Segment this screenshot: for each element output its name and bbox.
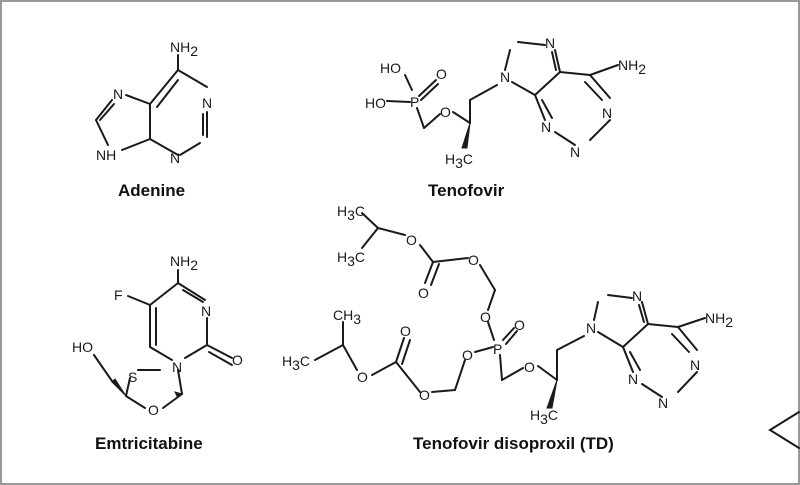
adenine-caption: Adenine (118, 181, 185, 200)
tenofovir-nh2-label: NH2 (618, 57, 646, 77)
tenofovir-p-label: P (410, 94, 419, 110)
tenofovir-n7-label: N (545, 35, 555, 51)
tenofovir-n9-label: N (500, 69, 510, 85)
td-caption: Tenofovir disoproxil (TD) (413, 434, 614, 453)
td-n-ring-label: N (628, 371, 638, 387)
td-ch3-label: CH3 (333, 307, 361, 327)
emtricitabine-nh2-label: NH2 (170, 253, 198, 273)
tenofovir-n-ring-label: N (541, 119, 551, 135)
emtricitabine-ho-label: HO (72, 339, 93, 355)
emtricitabine-caption: Emtricitabine (95, 434, 203, 453)
td-p-label: P (493, 341, 502, 357)
td-o-a3-label: O (468, 252, 479, 268)
td-n1-label: N (690, 357, 700, 373)
td-nh2-label: NH2 (705, 310, 733, 330)
td-n9-label: N (586, 320, 596, 336)
tenofovir-h3c-label: H3C (445, 151, 473, 171)
td-o-b2-label: O (400, 323, 411, 339)
td-oxo-label: O (514, 317, 525, 333)
adenine-nh2-label: NH2 (170, 39, 198, 59)
td-h3c-b-label: H3C (337, 249, 365, 269)
tenofovir-structure: HO HO P O O N N N N N NH2 H3C (365, 35, 646, 171)
tenofovir-disoproxil-structure: H3C H3C O O O O CH3 H3C O O O O P O O N … (282, 203, 733, 427)
td-n7-label: N (632, 288, 642, 304)
td-o-a1-label: O (406, 232, 417, 248)
emtricitabine-structure: NH2 F N N O HO S O (72, 253, 243, 418)
adenine-n1-label: N (202, 95, 212, 111)
td-ether-o-label: O (524, 359, 535, 375)
td-o-b3-label: O (419, 387, 430, 403)
emtricitabine-n3-label: N (201, 303, 211, 319)
emtricitabine-f-label: F (114, 287, 123, 303)
td-n3-label: N (658, 395, 668, 411)
td-o-b1-label: O (357, 369, 368, 385)
tenofovir-ho2-label: HO (365, 95, 386, 111)
adenine-n9h-label: NH (96, 147, 116, 163)
emtricitabine-n1-label: N (172, 359, 182, 375)
tenofovir-n3-label: N (570, 144, 580, 160)
tenofovir-ether-o-label: O (440, 104, 451, 120)
tenofovir-oxo-label: O (436, 66, 447, 82)
td-h3c-a-label: H3C (337, 203, 365, 223)
page-corner-arrow-icon (768, 411, 800, 449)
emtricitabine-s-label: S (128, 369, 137, 385)
td-o-a4-label: O (480, 309, 491, 325)
emtricitabine-ring-o-label: O (148, 402, 159, 418)
td-h3c-c-label: H3C (282, 353, 310, 373)
tenofovir-ho1-label: HO (380, 60, 401, 76)
tenofovir-n1-label: N (602, 105, 612, 121)
td-o-b4-label: O (462, 347, 473, 363)
adenine-structure: NH2 N N N NH N (95, 39, 212, 166)
adenine-n3-label: N (170, 150, 180, 166)
emtricitabine-carbonyl-o-label: O (232, 352, 243, 368)
adenine-n7-label: N (113, 86, 123, 102)
td-o-a2-label: O (418, 285, 429, 301)
td-h3c-d-label: H3C (530, 407, 558, 427)
tenofovir-caption: Tenofovir (428, 181, 505, 200)
